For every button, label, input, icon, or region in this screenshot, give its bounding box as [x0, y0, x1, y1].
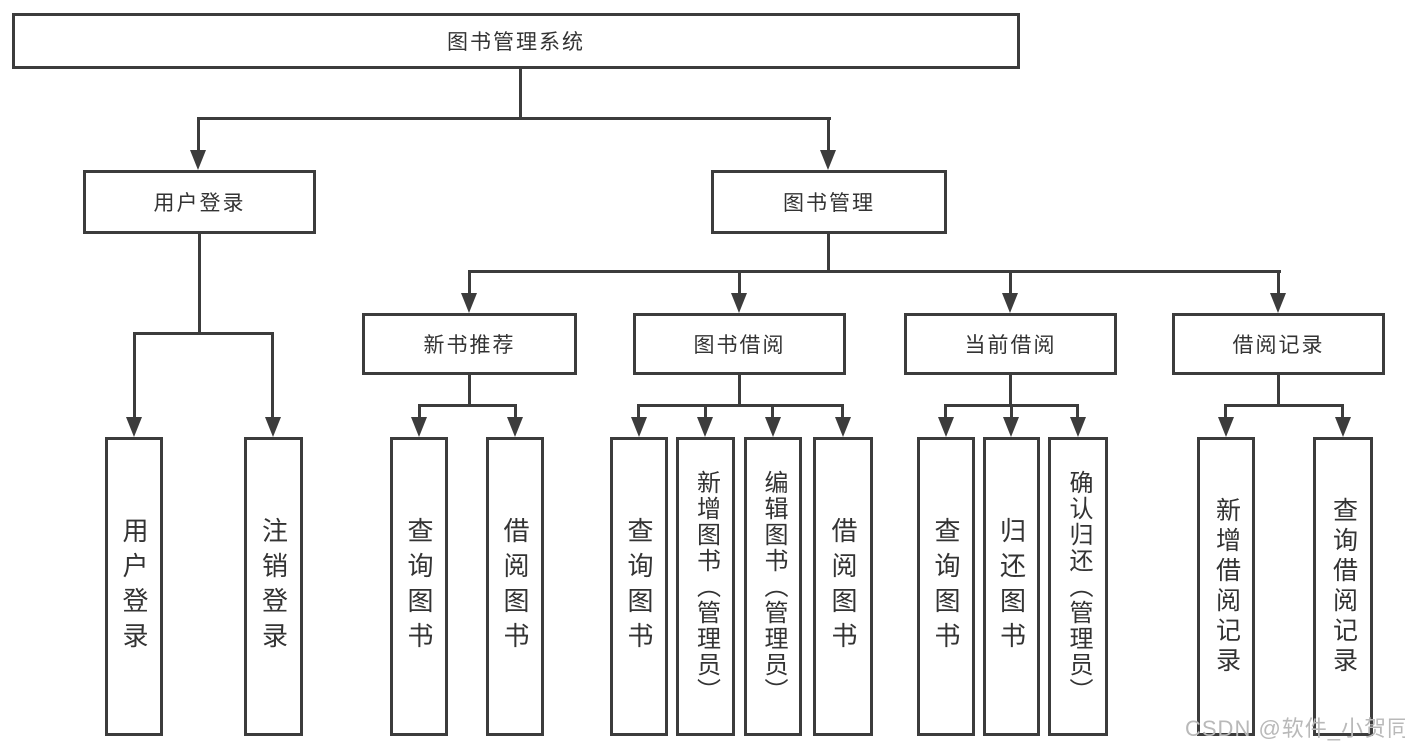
arrowhead-add-record-icon: [1218, 417, 1234, 437]
leaf-borrow-books-label: 借阅图书: [828, 516, 858, 657]
node-root-label: 图书管理系统: [447, 31, 585, 54]
connector-stub-user-login: [197, 117, 200, 153]
connector-stub-book-borrow: [738, 270, 741, 295]
node-user-login: 用户登录: [83, 170, 316, 234]
connector-stub-query-current: [944, 404, 947, 420]
leaf-query-books-recommend-label: 查询图书: [404, 516, 434, 657]
connector-stub-return-books: [1010, 404, 1013, 420]
arrowhead-new-book-recommend-icon: [461, 293, 477, 313]
leaf-user-login-label: 用户登录: [119, 516, 149, 657]
connector-stub-new-book-recommend: [468, 270, 471, 295]
leaf-return-books: 归还图书: [983, 437, 1040, 736]
connector-stub-book-management: [827, 117, 830, 153]
arrowhead-query-borrow-icon: [631, 417, 647, 437]
connector-root-horizontal: [197, 117, 831, 120]
arrowhead-user-login-icon: [190, 150, 206, 170]
connector-recommend-vertical: [468, 375, 471, 407]
arrowhead-borrow-records-icon: [1270, 293, 1286, 313]
connector-bookmgmt-vertical: [827, 234, 830, 273]
connector-root-vertical: [519, 69, 522, 120]
leaf-add-books-admin-label: 新增图书（管理员）: [692, 469, 720, 704]
arrowhead-confirm-return-icon: [1070, 417, 1086, 437]
node-current-borrow: 当前借阅: [904, 313, 1117, 375]
connector-stub-borrow-records: [1277, 270, 1280, 295]
connector-userlogin-vertical: [198, 234, 201, 335]
arrowhead-return-books-icon: [1003, 417, 1019, 437]
connector-stub-confirm-return: [1076, 404, 1079, 420]
leaf-borrow-books-recommend: 借阅图书: [486, 437, 544, 736]
node-current-borrow-label: 当前借阅: [964, 334, 1057, 357]
node-new-book-recommend-label: 新书推荐: [423, 334, 516, 357]
connector-stub-current-borrow: [1009, 270, 1012, 295]
leaf-query-books-recommend: 查询图书: [390, 437, 448, 736]
arrowhead-book-management-icon: [820, 150, 836, 170]
leaf-query-borrow-record-label: 查询借阅记录: [1329, 496, 1358, 677]
connector-stub-borrow-recommend: [514, 404, 517, 420]
connector-stub-add-books: [704, 404, 707, 420]
connector-userlogin-horizontal: [133, 332, 274, 335]
leaf-query-books-current: 查询图书: [917, 437, 975, 736]
arrowhead-borrow-recommend-icon: [507, 417, 523, 437]
leaf-edit-books-admin-label: 编辑图书（管理员）: [760, 469, 787, 704]
leaf-confirm-return-admin: 确认归还（管理员）: [1048, 437, 1108, 736]
leaf-query-books-borrow: 查询图书: [610, 437, 668, 736]
leaf-add-borrow-record: 新增借阅记录: [1197, 437, 1255, 736]
arrowhead-borrow-books-icon: [835, 417, 851, 437]
leaf-borrow-books-recommend-label: 借阅图书: [500, 516, 530, 657]
connector-recommend-horizontal: [418, 404, 517, 407]
leaf-borrow-books: 借阅图书: [813, 437, 873, 736]
leaf-query-borrow-record: 查询借阅记录: [1313, 437, 1373, 736]
node-new-book-recommend: 新书推荐: [362, 313, 577, 375]
leaf-add-books-admin: 新增图书（管理员）: [676, 437, 735, 736]
connector-borrow-horizontal: [637, 404, 844, 407]
connector-stub-add-record: [1224, 404, 1227, 420]
connector-stub-query-recommend: [418, 404, 421, 420]
node-root: 图书管理系统: [12, 13, 1020, 69]
leaf-user-login: 用户登录: [105, 437, 163, 736]
leaf-confirm-return-admin-label: 确认归还（管理员）: [1065, 469, 1092, 704]
connector-records-horizontal: [1224, 404, 1344, 407]
node-borrow-records: 借阅记录: [1172, 313, 1385, 375]
node-book-borrow: 图书借阅: [633, 313, 846, 375]
leaf-query-books-borrow-label: 查询图书: [624, 516, 654, 657]
node-user-login-label: 用户登录: [153, 192, 246, 215]
csdn-watermark: CSDN @软件_小贺同学: [1185, 716, 1405, 741]
leaf-edit-books-admin: 编辑图书（管理员）: [744, 437, 802, 736]
connector-stub-borrow-books: [841, 404, 844, 420]
connector-bookmgmt-horizontal: [468, 270, 1281, 273]
connector-stub-query-record: [1341, 404, 1344, 420]
leaf-logout-label: 注销登录: [258, 516, 289, 657]
arrowhead-leaf-user-login-icon: [126, 417, 142, 437]
leaf-return-books-label: 归还图书: [996, 516, 1027, 657]
arrowhead-current-borrow-icon: [1002, 293, 1018, 313]
leaf-logout: 注销登录: [244, 437, 303, 736]
node-book-management: 图书管理: [711, 170, 947, 234]
arrowhead-leaf-logout-icon: [265, 417, 281, 437]
connector-records-vertical: [1277, 375, 1280, 407]
arrowhead-query-record-icon: [1335, 417, 1351, 437]
arrowhead-query-recommend-icon: [411, 417, 427, 437]
node-book-borrow-label: 图书借阅: [693, 334, 786, 357]
connector-stub-leaf-logout: [271, 332, 274, 419]
connector-borrow-vertical: [738, 375, 741, 407]
connector-stub-query-borrow: [637, 404, 640, 420]
connector-stub-edit-books: [771, 404, 774, 420]
node-book-management-label: 图书管理: [783, 192, 875, 215]
arrowhead-edit-books-icon: [765, 417, 781, 437]
connector-current-vertical: [1009, 375, 1012, 407]
arrowhead-query-current-icon: [938, 417, 954, 437]
connector-stub-leaf-user-login: [133, 332, 136, 419]
arrowhead-add-books-icon: [697, 417, 713, 437]
leaf-add-borrow-record-label: 新增借阅记录: [1212, 496, 1241, 677]
node-borrow-records-label: 借阅记录: [1232, 334, 1325, 357]
leaf-query-books-current-label: 查询图书: [931, 516, 961, 657]
arrowhead-book-borrow-icon: [731, 293, 747, 313]
